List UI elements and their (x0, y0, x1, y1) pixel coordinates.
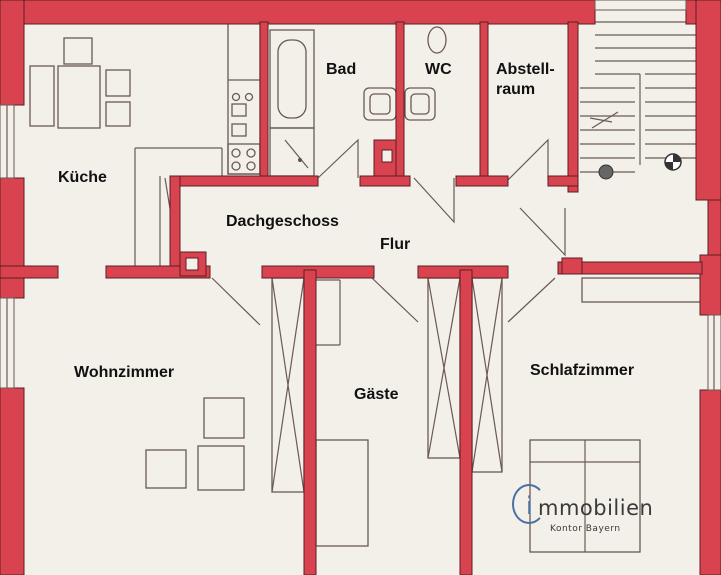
room-label-wc: WC (425, 61, 452, 78)
room-label-abstellraum-1: Abstell- (496, 61, 555, 78)
logo-brand: mmobilien (538, 496, 654, 520)
room-label-dachgeschoss: Dachgeschoss (226, 213, 339, 230)
company-logo: i mmobilien Kontor Bayern (508, 484, 698, 546)
logo-mark (512, 484, 546, 524)
room-label-kueche: Küche (58, 169, 107, 186)
room-label-wohnzimmer: Wohnzimmer (74, 364, 175, 381)
room-label-schlafzimmer: Schlafzimmer (530, 362, 635, 379)
door-swings (164, 177, 566, 326)
living-furniture (145, 397, 245, 491)
logo-initial: i (526, 492, 533, 520)
logo-subtitle: Kontor Bayern (550, 524, 621, 534)
windows (0, 0, 721, 391)
room-label-bad: Bad (326, 61, 357, 78)
staircase (580, 21, 700, 180)
wc-furniture (404, 26, 549, 224)
room-label-abstellraum-2: raum (496, 81, 536, 98)
room-label-gaeste: Gäste (354, 386, 399, 403)
room-label-flur: Flur (380, 236, 411, 253)
